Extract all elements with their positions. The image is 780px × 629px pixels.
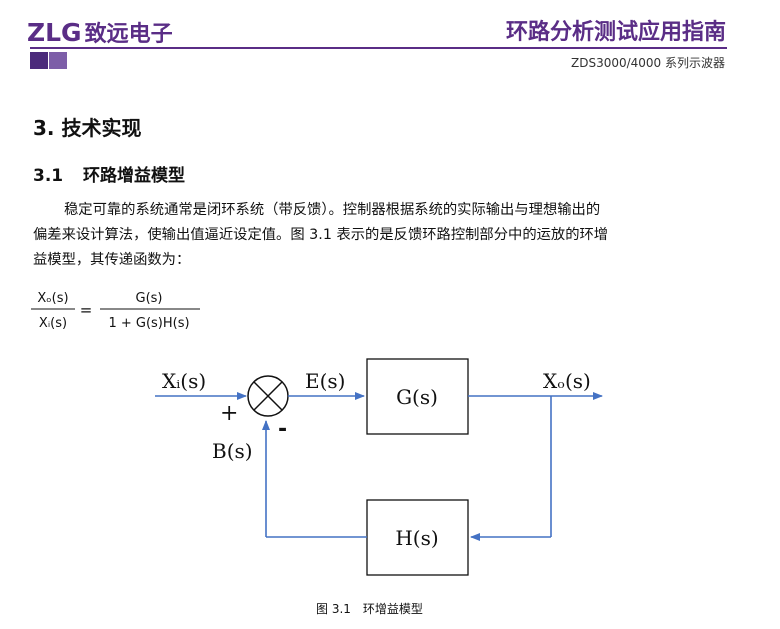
equation-rhs-denominator: 1 + G(s)H(s): [108, 316, 189, 331]
minus-sign: -: [278, 417, 287, 442]
subsection-heading: 3.1 环路增益模型: [33, 161, 185, 186]
output-signal-label: Xₒ(s): [543, 369, 591, 393]
transfer-function-equation: Xₒ(s) Xᵢ(s) = G(s) 1 + G(s)H(s): [31, 291, 200, 331]
feedback-signal-label: B(s): [212, 439, 253, 463]
loop-gain-block-diagram: G(s) H(s) Xᵢ(s) E(s) Xₒ(s) B(s) + -: [155, 358, 603, 576]
forward-gain-label: G(s): [396, 385, 438, 409]
logo-latin-text: ZLG: [27, 18, 82, 47]
error-signal-label: E(s): [305, 369, 345, 393]
header-divider: [30, 47, 727, 49]
equation-rhs-numerator: G(s): [136, 291, 163, 306]
figure-caption: 图 3.1 环增益模型: [316, 600, 423, 617]
equation-lhs-numerator: Xₒ(s): [37, 291, 68, 306]
equation-lhs-denominator: Xᵢ(s): [39, 316, 67, 331]
feedback-gain-label: H(s): [395, 526, 438, 550]
section-heading: 3. 技术实现: [33, 116, 142, 140]
summing-junction: [247, 375, 289, 417]
paragraph-line-2: 偏差来设计算法，使输出值逼近设定值。图 3.1 表示的是反馈环路控制部分中的运放…: [33, 227, 609, 243]
paragraph-line-3: 益模型，其传递函数为：: [33, 252, 191, 268]
logo-accent-block-light: [49, 52, 67, 69]
figure-number: 图 3.1: [316, 602, 351, 616]
feedback-gain-block: [366, 499, 469, 576]
equation-equals-sign: =: [80, 301, 93, 319]
subsection-number: 3.1: [33, 166, 64, 186]
logo-accent-block-dark: [30, 52, 48, 69]
paragraph-line-1: 稳定可靠的系统通常是闭环系统（带反馈）。控制器根据系统的实际输出与理想输出的: [64, 202, 601, 218]
subsection-title: 环路增益模型: [83, 166, 185, 186]
logo-chinese-text: 致远电子: [84, 22, 173, 47]
plus-sign: +: [220, 401, 238, 426]
document-title: 环路分析测试应用指南: [505, 20, 726, 45]
body-paragraph: 稳定可靠的系统通常是闭环系统（带反馈）。控制器根据系统的实际输出与理想输出的 偏…: [33, 198, 733, 273]
figure-title: 环增益模型: [362, 602, 423, 616]
input-signal-label: Xᵢ(s): [162, 369, 206, 393]
document-subtitle: ZDS3000/4000 系列示波器: [570, 56, 725, 70]
